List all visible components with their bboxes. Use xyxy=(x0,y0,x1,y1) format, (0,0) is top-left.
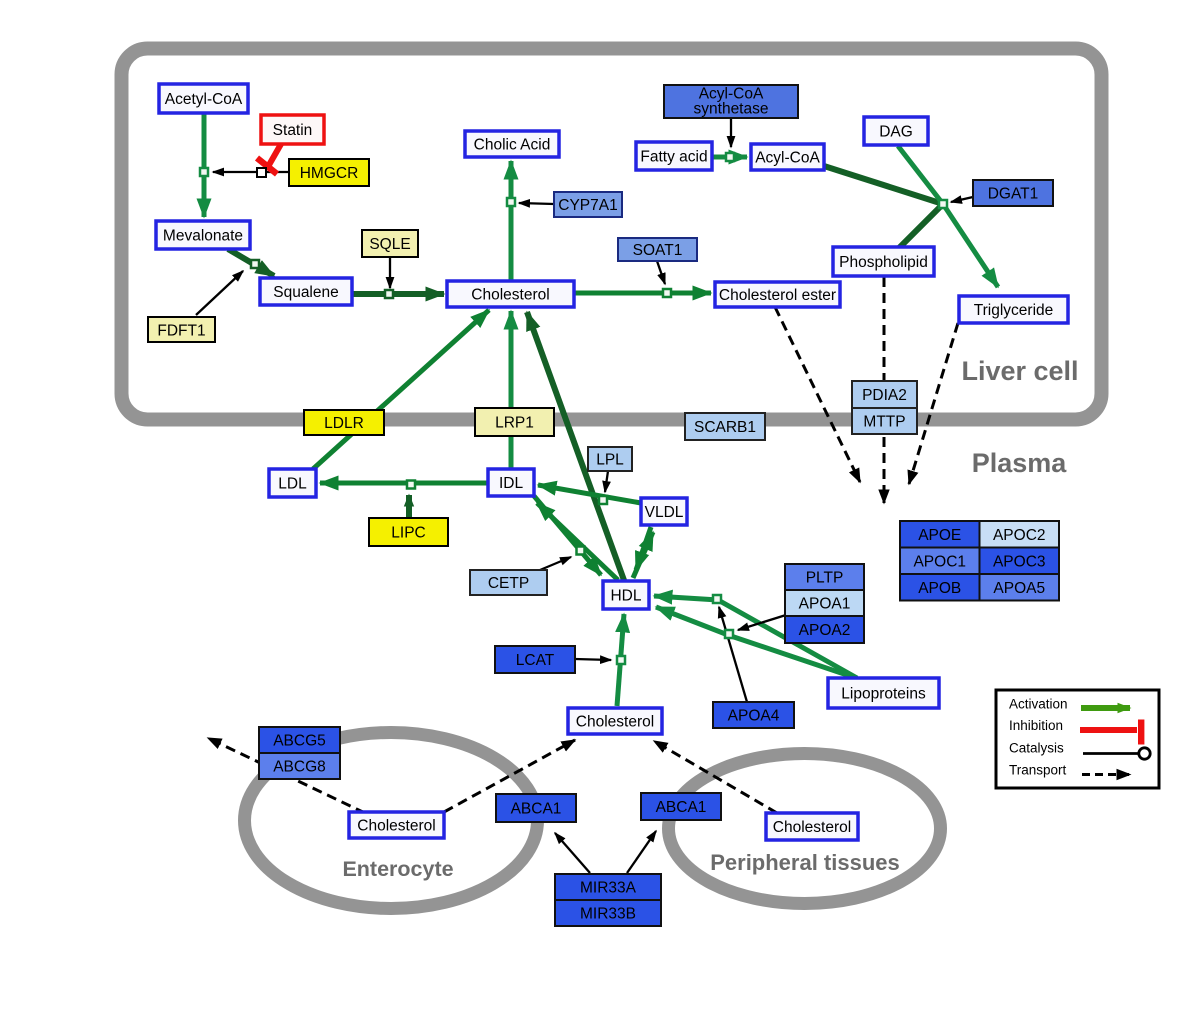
svg-text:APOC3: APOC3 xyxy=(993,553,1046,570)
svg-text:Cholesterol ester: Cholesterol ester xyxy=(719,287,836,304)
svg-text:APOA4: APOA4 xyxy=(728,708,780,725)
svg-text:APOB: APOB xyxy=(918,580,961,597)
svg-text:CYP7A1: CYP7A1 xyxy=(558,197,617,214)
svg-text:CETP: CETP xyxy=(488,575,529,592)
svg-text:Acyl-CoA: Acyl-CoA xyxy=(699,86,764,103)
svg-text:LDL: LDL xyxy=(278,476,307,493)
svg-text:SCARB1: SCARB1 xyxy=(694,419,756,436)
svg-text:PLTP: PLTP xyxy=(806,570,844,587)
svg-text:Triglyceride: Triglyceride xyxy=(974,302,1054,319)
svg-text:LRP1: LRP1 xyxy=(495,415,534,432)
svg-text:APOE: APOE xyxy=(918,527,961,544)
svg-text:HMGCR: HMGCR xyxy=(300,165,359,182)
svg-text:Peripheral tissues: Peripheral tissues xyxy=(710,850,900,875)
svg-text:APOC1: APOC1 xyxy=(913,553,966,570)
svg-text:Cholesterol: Cholesterol xyxy=(471,287,549,304)
svg-text:Cholesterol: Cholesterol xyxy=(357,818,435,835)
svg-text:APOA1: APOA1 xyxy=(799,596,851,613)
svg-text:APOA2: APOA2 xyxy=(799,622,851,639)
svg-text:Mevalonate: Mevalonate xyxy=(163,228,243,245)
svg-text:Phospholipid: Phospholipid xyxy=(839,254,928,271)
svg-text:ABCA1: ABCA1 xyxy=(656,799,707,816)
svg-text:Catalysis: Catalysis xyxy=(1009,741,1064,756)
svg-text:APOC2: APOC2 xyxy=(993,527,1046,544)
svg-text:LCAT: LCAT xyxy=(516,652,555,669)
svg-text:PDIA2: PDIA2 xyxy=(862,387,907,404)
svg-text:VLDL: VLDL xyxy=(645,504,684,521)
svg-text:ABCA1: ABCA1 xyxy=(511,801,562,818)
svg-text:Cholic Acid: Cholic Acid xyxy=(474,137,551,154)
svg-text:LPL: LPL xyxy=(596,452,624,469)
svg-text:LDLR: LDLR xyxy=(324,415,364,432)
svg-text:MTTP: MTTP xyxy=(863,414,905,431)
svg-text:synthetase: synthetase xyxy=(694,101,769,118)
svg-text:Acyl-CoA: Acyl-CoA xyxy=(755,150,820,167)
svg-text:Cholesterol: Cholesterol xyxy=(773,819,851,836)
svg-text:FDFT1: FDFT1 xyxy=(157,323,205,340)
svg-text:Liver cell: Liver cell xyxy=(961,356,1078,386)
svg-text:ABCG5: ABCG5 xyxy=(273,733,326,750)
svg-text:Activation: Activation xyxy=(1009,697,1068,712)
svg-text:Transport: Transport xyxy=(1009,763,1067,778)
svg-text:Acetyl-CoA: Acetyl-CoA xyxy=(165,91,243,108)
svg-text:Squalene: Squalene xyxy=(273,284,339,301)
svg-text:Plasma: Plasma xyxy=(972,448,1068,478)
svg-text:HDL: HDL xyxy=(610,588,641,605)
svg-text:LIPC: LIPC xyxy=(391,525,425,542)
svg-text:DAG: DAG xyxy=(879,124,913,141)
svg-text:Enterocyte: Enterocyte xyxy=(342,857,453,881)
svg-text:Statin: Statin xyxy=(273,122,313,139)
svg-text:Lipoproteins: Lipoproteins xyxy=(841,686,926,703)
svg-text:SQLE: SQLE xyxy=(369,236,410,253)
svg-text:Fatty acid: Fatty acid xyxy=(640,149,707,166)
svg-text:MIR33A: MIR33A xyxy=(580,880,637,897)
svg-text:MIR33B: MIR33B xyxy=(580,906,636,923)
svg-text:Inhibition: Inhibition xyxy=(1009,718,1063,733)
svg-text:SOAT1: SOAT1 xyxy=(633,242,683,259)
svg-text:Cholesterol: Cholesterol xyxy=(576,714,654,731)
svg-text:APOA5: APOA5 xyxy=(993,580,1045,597)
svg-text:ABCG8: ABCG8 xyxy=(273,759,326,776)
svg-text:DGAT1: DGAT1 xyxy=(988,186,1039,203)
svg-text:IDL: IDL xyxy=(499,475,524,492)
